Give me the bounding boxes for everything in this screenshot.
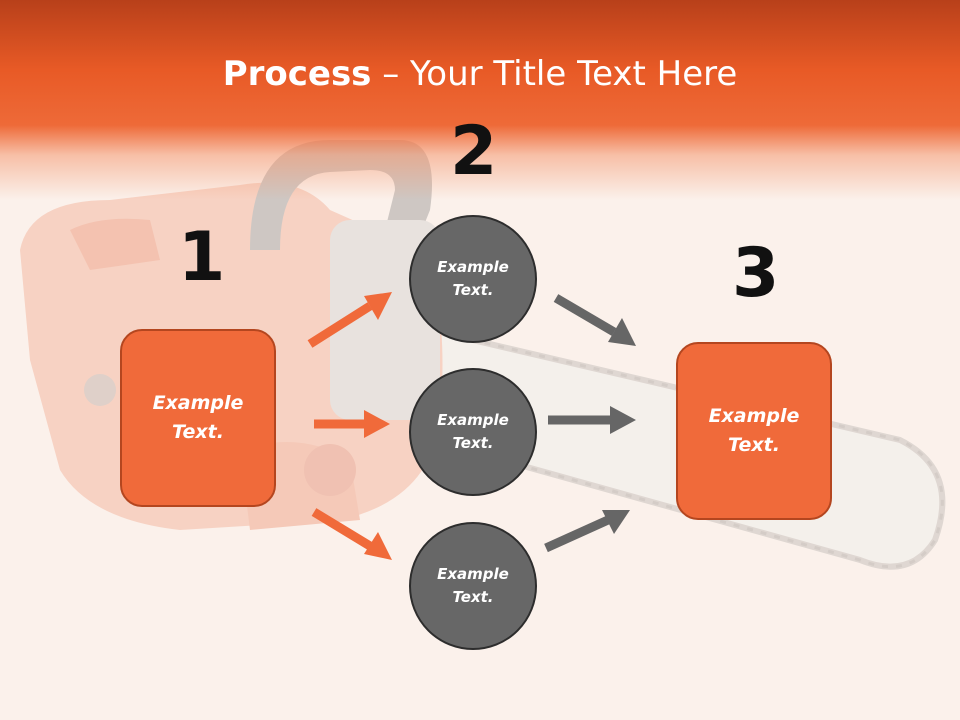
step-2-circle-middle: Example Text.	[409, 368, 537, 496]
arrow-orange-up	[307, 292, 392, 348]
step-2-circle-top-text: Example Text.	[437, 258, 509, 299]
step-number-2: 2	[450, 112, 498, 191]
step-2-circle-middle-text: Example Text.	[437, 411, 509, 452]
arrow-gray-down	[553, 294, 636, 346]
step-1-text: Example Text.	[152, 392, 244, 443]
step-number-3: 3	[732, 234, 780, 313]
arrow-gray-up	[544, 510, 630, 553]
step-2-circle-top: Example Text.	[409, 215, 537, 343]
arrow-orange-down	[311, 508, 392, 560]
step-2-circle-bottom-text: Example Text.	[437, 565, 509, 606]
page-title: Process – Your Title Text Here	[0, 52, 960, 96]
step-1-box: Example Text.	[120, 329, 276, 507]
arrow-gray-middle	[548, 406, 636, 434]
step-number-1: 1	[178, 218, 226, 297]
step-3-text: Example Text.	[708, 405, 800, 456]
title-bold: Process	[222, 54, 372, 94]
arrow-orange-middle	[314, 410, 390, 438]
header-band	[0, 0, 960, 200]
title-rest: – Your Title Text Here	[371, 54, 738, 94]
step-3-box: Example Text.	[676, 342, 832, 520]
step-2-circle-bottom: Example Text.	[409, 522, 537, 650]
